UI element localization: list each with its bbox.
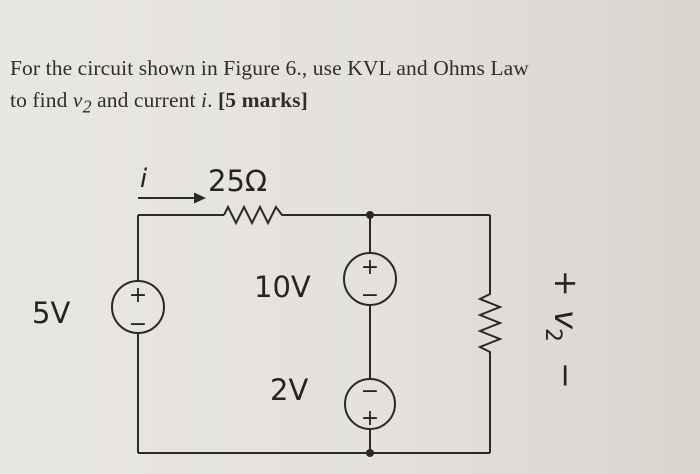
junction-node-top: [366, 211, 374, 219]
output-label-sub: 2: [540, 328, 565, 342]
current-variable: i: [201, 88, 208, 112]
output-label-var: v: [547, 310, 585, 330]
source-10v-minus: −: [361, 283, 379, 308]
question-line-1: For the circuit shown in Figure 6., use …: [10, 56, 529, 80]
resistor-25-ohm: [223, 204, 286, 226]
source-5v-minus: −: [129, 312, 147, 337]
source-10v-label: 10V: [254, 270, 311, 304]
current-arrow: [138, 192, 206, 204]
output-label-minus: −: [547, 362, 585, 389]
source-5v-label: 5V: [32, 296, 70, 330]
output-voltage-label: + v 2 −: [540, 270, 585, 389]
question-text: For the circuit shown in Figure 6., use …: [10, 52, 670, 122]
current-label: i: [140, 164, 148, 194]
question-and: and current: [91, 88, 201, 112]
source-5v-plus: +: [129, 283, 147, 308]
voltage-source-5v: + −: [111, 280, 165, 337]
question-end: .: [207, 88, 219, 112]
question-prefix: to find: [10, 88, 73, 112]
voltage-source-10v: + −: [343, 252, 397, 308]
source-2v-plus: +: [361, 406, 379, 431]
question-line-2: to find v2 and current i. [5 marks]: [10, 84, 670, 122]
source-2v-label: 2V: [270, 373, 308, 407]
resistor-v2: [477, 290, 503, 360]
source-2v-minus: −: [361, 379, 379, 404]
voltage-variable: v2: [72, 88, 92, 116]
resistor-top-label: 25Ω: [208, 164, 267, 198]
circuit-wires: [137, 214, 491, 454]
voltage-source-2v: − +: [344, 378, 396, 431]
output-label-plus: +: [547, 270, 585, 297]
voltage-variable-letter: v: [72, 88, 83, 112]
marks-label: [5 marks]: [218, 88, 308, 112]
source-10v-plus: +: [361, 255, 379, 280]
voltage-variable-subscript: 2: [82, 96, 92, 117]
junction-node-bottom: [366, 449, 374, 457]
